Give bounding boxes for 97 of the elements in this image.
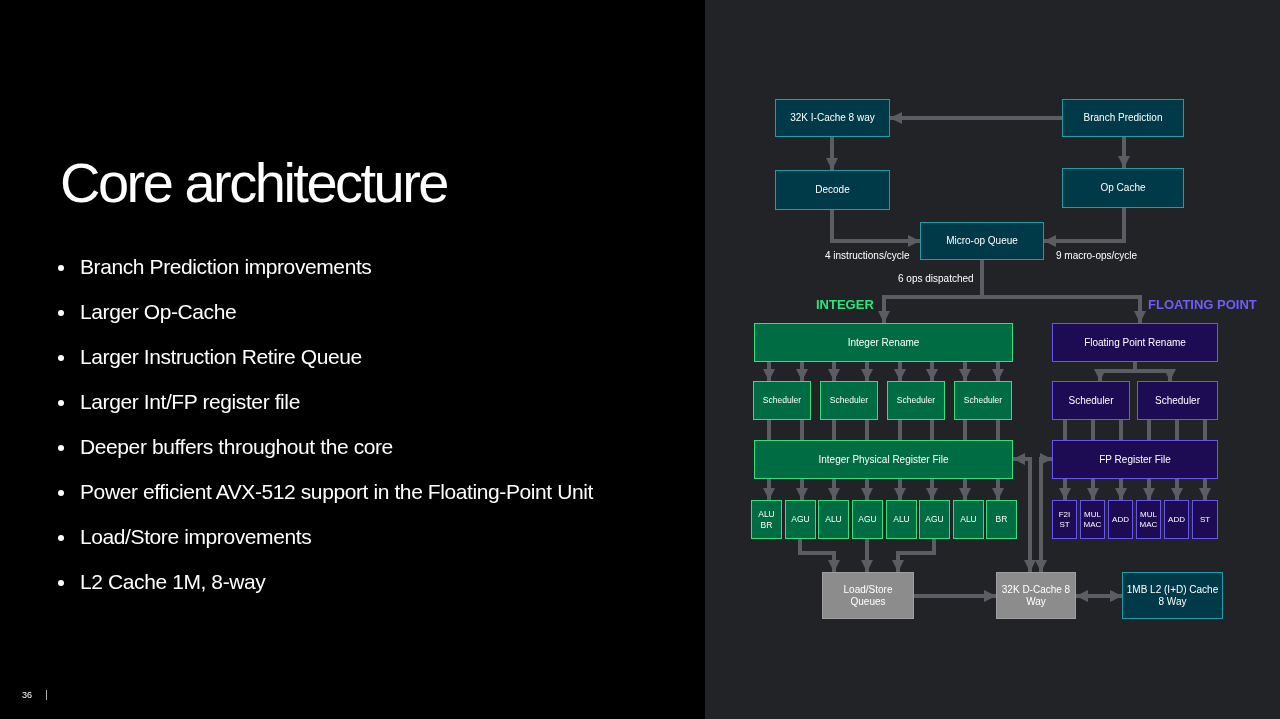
unit-box: ALU BR bbox=[751, 500, 782, 539]
unit-box: Integer Rename bbox=[754, 323, 1013, 362]
arrow bbox=[861, 362, 873, 381]
unit-box: FP Register File bbox=[1052, 440, 1218, 479]
arrow bbox=[1115, 479, 1127, 500]
connector-line bbox=[1063, 420, 1067, 440]
bullet-text: Load/Store improvements bbox=[80, 525, 312, 549]
arrow bbox=[826, 137, 838, 170]
unit-box: Op Cache bbox=[1062, 168, 1184, 208]
arrow bbox=[890, 112, 1062, 124]
arrow bbox=[1133, 362, 1176, 381]
arrow bbox=[959, 362, 971, 381]
unit-box: Decode bbox=[775, 170, 890, 210]
unit-box: Load/Store Queues bbox=[822, 572, 914, 619]
connector-line bbox=[996, 420, 1000, 440]
unit-box: Branch Prediction bbox=[1062, 99, 1184, 137]
unit-box: 1MB L2 (I+D) Cache 8 Way bbox=[1122, 572, 1223, 619]
unit-box: BR bbox=[986, 500, 1017, 539]
connector-line bbox=[1175, 420, 1179, 440]
arrow bbox=[796, 479, 808, 500]
arrow bbox=[1013, 453, 1036, 572]
unit-box: Integer Physical Register File bbox=[754, 440, 1013, 479]
arrow bbox=[1118, 137, 1130, 168]
unit-box: Scheduler bbox=[820, 381, 878, 420]
unit-box: Floating Point Rename bbox=[1052, 323, 1218, 362]
arrow bbox=[763, 479, 775, 500]
bullet-text: Larger Instruction Retire Queue bbox=[80, 345, 362, 369]
connector-line bbox=[1203, 420, 1207, 440]
arrow bbox=[1143, 479, 1155, 500]
unit-box: MUL MAC bbox=[1136, 500, 1161, 539]
unit-box: AGU bbox=[852, 500, 883, 539]
arrow bbox=[914, 590, 996, 602]
arrow bbox=[1035, 453, 1052, 572]
connector-line bbox=[832, 420, 836, 440]
bullet-text: Deeper buffers throughout the core bbox=[80, 435, 393, 459]
unit-box: F2I ST bbox=[1052, 500, 1077, 539]
edge-label: 6 ops dispatched bbox=[896, 273, 976, 284]
page-number: 36 bbox=[22, 690, 32, 700]
arrow bbox=[894, 362, 906, 381]
unit-box: Micro-op Queue bbox=[920, 222, 1044, 260]
unit-box: ST bbox=[1192, 500, 1218, 539]
section-label: FLOATING POINT bbox=[1148, 297, 1257, 312]
arrow bbox=[1199, 479, 1211, 500]
unit-box: Scheduler bbox=[1137, 381, 1218, 420]
unit-box: Scheduler bbox=[753, 381, 811, 420]
connector-line bbox=[865, 420, 869, 440]
arrow bbox=[992, 479, 1004, 500]
unit-box: Scheduler bbox=[954, 381, 1012, 420]
unit-box: ADD bbox=[1164, 500, 1189, 539]
arrow bbox=[1076, 590, 1122, 602]
bullet-text: Branch Prediction improvements bbox=[80, 255, 372, 279]
arrow bbox=[798, 539, 840, 572]
unit-box: ALU bbox=[818, 500, 849, 539]
connector-line bbox=[1147, 420, 1151, 440]
arrow bbox=[1087, 479, 1099, 500]
arrow bbox=[861, 479, 873, 500]
arrow bbox=[1171, 479, 1183, 500]
arrow bbox=[828, 362, 840, 381]
bullet-text: Larger Op-Cache bbox=[80, 300, 237, 324]
connector-line bbox=[898, 420, 902, 440]
unit-box: ALU bbox=[953, 500, 984, 539]
arrow bbox=[926, 479, 938, 500]
bullet-text: Larger Int/FP register file bbox=[80, 390, 300, 414]
unit-box: 32K D-Cache 8 Way bbox=[996, 572, 1076, 619]
connector-line bbox=[963, 420, 967, 440]
connector-line bbox=[1091, 420, 1095, 440]
unit-box: AGU bbox=[785, 500, 816, 539]
arrow bbox=[980, 260, 1146, 323]
arrow bbox=[861, 539, 873, 572]
arrow bbox=[892, 539, 936, 572]
unit-box: ALU bbox=[886, 500, 917, 539]
arrow bbox=[992, 362, 1004, 381]
arrow bbox=[926, 362, 938, 381]
bullet-text: Power efficient AVX-512 support in the Floating-Point Unit bbox=[80, 480, 593, 504]
connector-line bbox=[767, 420, 771, 440]
edge-label: 9 macro-ops/cycle bbox=[1054, 250, 1140, 261]
connector-line bbox=[930, 420, 934, 440]
arrow bbox=[828, 479, 840, 500]
bullet-text: L2 Cache 1M, 8-way bbox=[80, 570, 266, 594]
unit-box: 32K I-Cache 8 way bbox=[775, 99, 890, 137]
connector-line bbox=[1119, 420, 1123, 440]
section-label: INTEGER bbox=[816, 297, 874, 312]
connector-line bbox=[800, 420, 804, 440]
arrow bbox=[894, 479, 906, 500]
unit-box: Scheduler bbox=[1052, 381, 1130, 420]
arrow bbox=[1059, 479, 1071, 500]
arrow bbox=[1044, 208, 1126, 247]
arrow bbox=[959, 479, 971, 500]
arrow bbox=[830, 210, 920, 247]
unit-box: ADD bbox=[1108, 500, 1133, 539]
slide-title: Core architecture bbox=[60, 150, 447, 215]
edge-label: 4 instructions/cycle bbox=[823, 250, 912, 261]
arrow bbox=[763, 362, 775, 381]
unit-box: AGU bbox=[919, 500, 950, 539]
unit-box: Scheduler bbox=[887, 381, 945, 420]
arrow bbox=[796, 362, 808, 381]
unit-box: MUL MAC bbox=[1080, 500, 1105, 539]
